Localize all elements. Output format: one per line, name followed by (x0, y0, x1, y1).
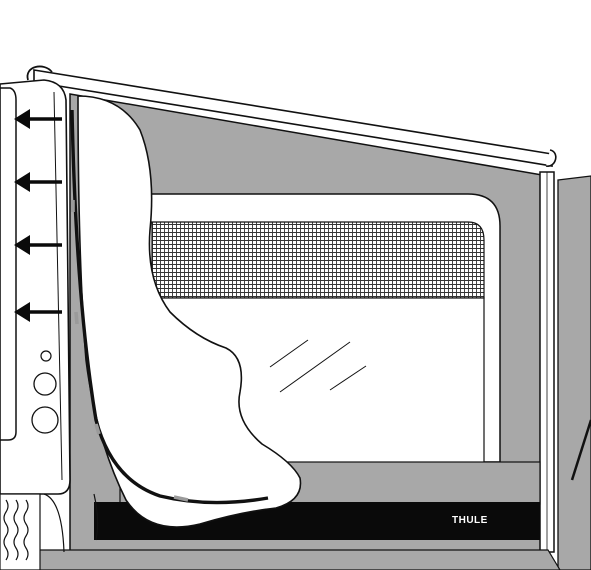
arrow-icon-group (14, 109, 62, 322)
left-arrow-icon (14, 172, 62, 192)
mesh-panel (152, 222, 484, 298)
glare-lines (269, 339, 367, 393)
brand-logo-text: THULE (452, 515, 488, 526)
vehicle-door-edge (0, 87, 17, 441)
left-arrow-icon (14, 235, 62, 255)
zip-line (70, 109, 269, 505)
vehicle-skirt (0, 493, 41, 570)
side-panel-right-zip (570, 419, 591, 481)
side-panel-right (557, 175, 591, 570)
awning-roller-bar (33, 69, 553, 167)
vehicle-light-mid (33, 372, 57, 396)
vehicle-light-small (40, 350, 52, 362)
left-arrow-icon (14, 302, 62, 322)
roller-end-cap-left (26, 65, 53, 81)
floor-strip (27, 549, 561, 570)
vehicle-light-large (31, 406, 59, 434)
zip-markers (71, 200, 189, 502)
vehicle-body (0, 79, 71, 495)
left-arrow-icon (14, 109, 62, 129)
tire-tread (3, 499, 29, 561)
roller-end-cap-right (545, 149, 557, 167)
